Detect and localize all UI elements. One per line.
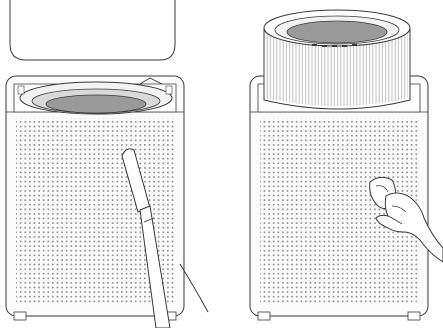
panel-vacuum-cleaning xyxy=(6,0,208,328)
filter-icon xyxy=(264,10,410,109)
panel-cloth-wiping xyxy=(250,10,443,320)
top-cover xyxy=(10,0,175,60)
